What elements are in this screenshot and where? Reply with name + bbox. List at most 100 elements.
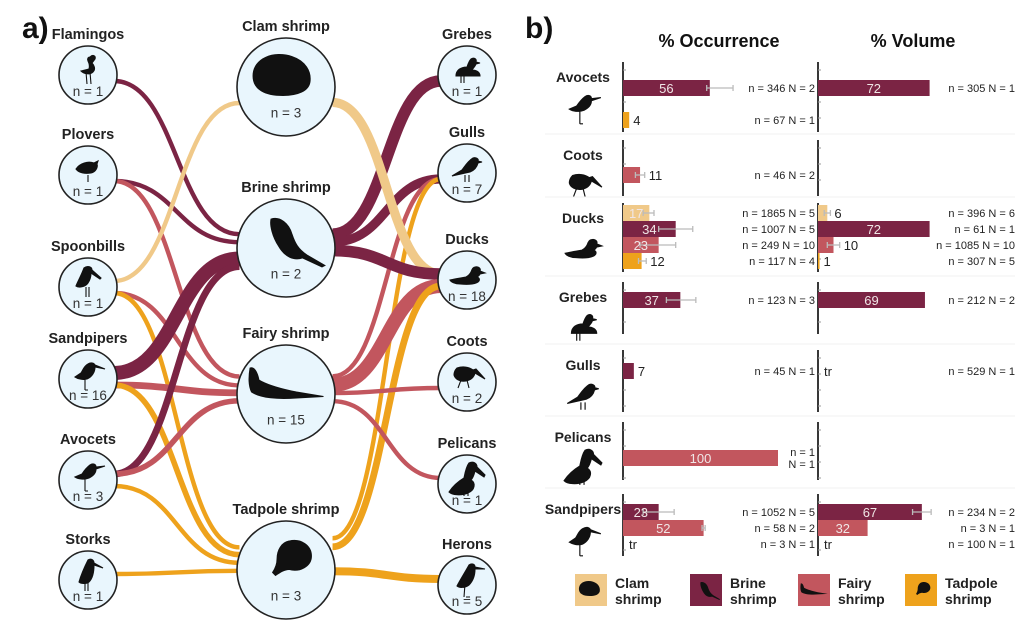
link-plovers-brine: [114, 178, 240, 245]
legend-label-tadpole-1: Tadpole: [945, 575, 998, 591]
occ-sample-size: n = 249 N = 10: [742, 240, 815, 252]
node-gulls-label: Gulls: [449, 125, 485, 141]
node-avocets-circle: [58, 450, 118, 510]
occ-bar-avocets-brine: [623, 80, 710, 96]
node-flamingos-count: n = 1: [73, 84, 103, 99]
occ-bar-grebes-brine-value: 37: [644, 293, 658, 308]
node-plovers-count: n = 1: [73, 184, 103, 199]
occ-sample-size-n: n = 1: [790, 447, 815, 459]
node-sandpipers-count: n = 16: [69, 388, 107, 403]
vol-sample-size: n = 3 N = 1: [961, 523, 1015, 535]
link-spoonbills-clam: [113, 100, 240, 284]
occ-bar-ducks-tadpole: [623, 253, 642, 269]
link-coots-fairy: [332, 385, 441, 396]
sandpipers-icon: [568, 526, 602, 557]
vol-bar-sandpipers-brine-value: 67: [863, 505, 877, 520]
node-herons-count: n = 5: [452, 594, 482, 609]
vol-bar-avocets-brine-value: 72: [867, 81, 881, 96]
occ-bar-ducks-fairy-value: 23: [634, 238, 648, 253]
occ-bar-ducks-tadpole-value: 12: [650, 254, 664, 269]
node-sandpipers-label: Sandpipers: [49, 331, 128, 347]
node-flamingos-label: Flamingos: [52, 27, 125, 43]
node-tadpole-count: n = 3: [271, 588, 301, 603]
node-brine-count: n = 2: [271, 266, 301, 281]
occ-sample-size: n = 1865 N = 5: [742, 208, 815, 220]
node-grebes-label: Grebes: [442, 27, 492, 43]
flamingos-icon: [79, 54, 96, 85]
legend-label-fairy-2: shrimp: [838, 591, 885, 607]
node-flamingos[interactable]: Flamingos n = 1: [52, 27, 125, 105]
link-storks-tadpole: [114, 568, 240, 577]
occ-sample-size: n = 67 N = 1: [754, 115, 815, 127]
link-avocets-tadpole: [114, 483, 240, 565]
occ-bar-grebes-brine: [623, 292, 681, 308]
node-sandpipers[interactable]: Sandpipers n = 16: [49, 331, 128, 409]
vol-bar-sandpipers-fairy: [818, 520, 868, 536]
occ-sample-size: n = 346 N = 2: [748, 83, 815, 95]
vol-sample-size: n = 307 N = 5: [948, 256, 1015, 268]
node-clam-count: n = 3: [271, 105, 301, 120]
node-spoonbills-circle: [58, 257, 118, 317]
panel-b-label: b): [525, 12, 553, 45]
occ-bar-sandpipers-fairy: [623, 520, 704, 536]
tadpole-icon: [271, 539, 312, 577]
occ-sample-size-N: N = 1: [788, 459, 815, 471]
vol-bar-ducks-fairy: [818, 237, 834, 253]
vol-bar-ducks-fairy-value: 10: [844, 238, 858, 253]
legend-label-clam-1: Clam: [615, 575, 649, 591]
ducks-icon: [449, 266, 487, 285]
vol-bar-ducks-clam-value: 6: [834, 206, 841, 221]
link-gulls-brine: [332, 174, 442, 247]
occ-sample-size: n = 117 N = 4: [749, 256, 815, 268]
plovers-icon: [75, 159, 99, 182]
legend-label-brine-1: Brine: [730, 575, 766, 591]
occ-sample-size: n = 45 N = 1: [754, 366, 815, 378]
bar-bird-avocets-label: Avocets: [556, 69, 610, 85]
gulls-icon: [566, 383, 599, 410]
node-brine[interactable]: Brine shrimp n = 2: [236, 180, 336, 298]
link-pelicans-fairy: [332, 399, 441, 481]
node-spoonbills-label: Spoonbills: [51, 239, 125, 255]
occ-bar-ducks-brine-value: 34: [642, 222, 656, 237]
link-sandpipers-brine: [113, 251, 241, 380]
occ-bar-avocets-tadpole-value: 4: [633, 113, 640, 128]
link-ducks-brine: [332, 244, 441, 280]
bar-bird-pelicans-label: Pelicans: [555, 429, 612, 445]
link-ducks-tadpole: [331, 282, 442, 551]
storks-icon: [78, 558, 104, 591]
clam-icon: [252, 54, 311, 96]
brine-icon: [270, 217, 326, 268]
node-brine-label: Brine shrimp: [241, 180, 331, 196]
node-plovers-label: Plovers: [62, 127, 114, 143]
occ-bar-gulls-brine: [623, 363, 634, 379]
node-pelicans-count: n = 1: [452, 493, 482, 508]
link-herons-tadpole: [332, 567, 441, 583]
vol-bar-sandpipers-brine: [818, 504, 922, 520]
vol-sample-size: n = 212 N = 2: [948, 295, 1015, 307]
occ-bar-ducks-clam-value: 17: [629, 206, 643, 221]
node-storks-label: Storks: [65, 532, 110, 548]
node-plovers[interactable]: Plovers n = 1: [58, 127, 118, 205]
legend-label-clam-2: shrimp: [615, 591, 662, 607]
avocets-icon: [568, 94, 602, 125]
sandpipers-icon: [74, 362, 106, 391]
node-fairy-label: Fairy shrimp: [242, 326, 329, 342]
